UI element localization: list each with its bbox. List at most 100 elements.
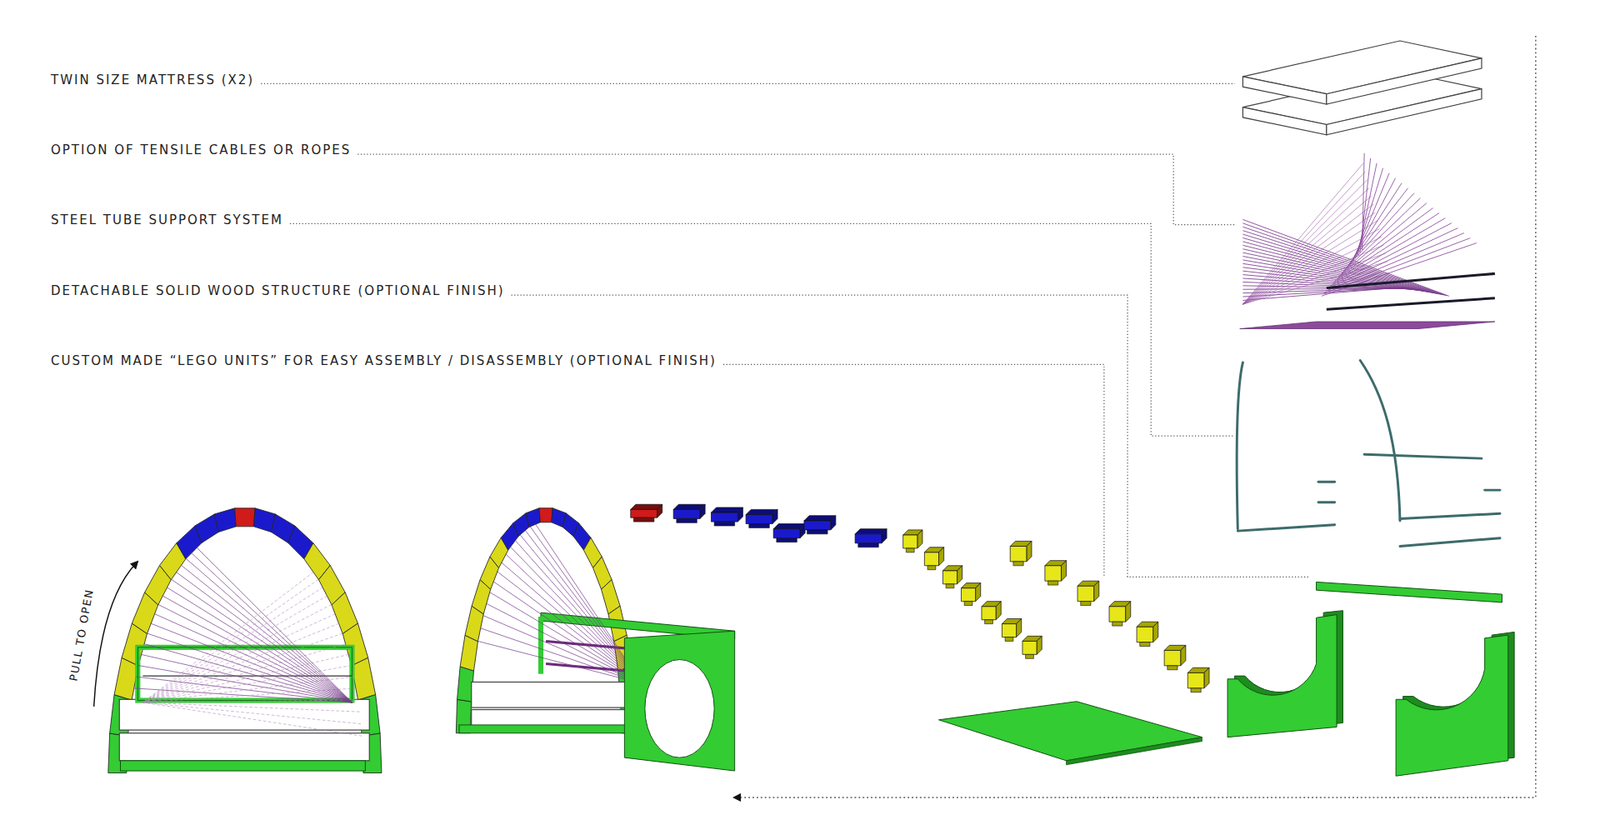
cable-line [478, 640, 625, 679]
lego-tab [1167, 665, 1178, 670]
mattress [119, 699, 370, 730]
cable-line [1321, 243, 1477, 297]
cable-line [1350, 178, 1395, 264]
lego-side [1094, 580, 1100, 602]
cable-line [142, 595, 327, 703]
lego-tab [1005, 637, 1014, 642]
lego-side [1204, 667, 1210, 689]
wood-post [538, 616, 544, 675]
cable-line [483, 615, 625, 676]
mattress [119, 733, 370, 761]
lego-front [745, 515, 773, 525]
cable-line [490, 592, 625, 674]
lego-side [830, 515, 836, 530]
cable-line [1242, 163, 1363, 305]
cable-line [1242, 261, 1388, 305]
callout-label: DETACHABLE SOLID WOOD STRUCTURE (OPTIONA… [50, 283, 505, 299]
lego-tab [858, 543, 879, 548]
arch-segment [525, 508, 540, 528]
lego-tab [1013, 561, 1024, 566]
cable-group [1242, 153, 1476, 305]
cable-line [1242, 230, 1443, 295]
cable-line [1242, 223, 1447, 296]
lego-side [1060, 560, 1066, 582]
cable-line [486, 603, 625, 675]
leader-line [723, 364, 1105, 577]
lego-side [1026, 540, 1032, 562]
cable-line [142, 587, 323, 703]
lego-unit [1077, 580, 1100, 605]
lego-unit [1001, 619, 1021, 642]
lego-front [804, 520, 831, 530]
cable-line [520, 535, 625, 663]
lego-front [942, 570, 957, 585]
lego-side [700, 504, 705, 519]
arch-segment [539, 508, 553, 523]
wood-floor-edge [1066, 737, 1203, 765]
lego-side [772, 509, 778, 524]
cable-line [1242, 253, 1385, 305]
lego-front [773, 529, 800, 539]
mattress-front [1326, 58, 1482, 105]
lego-front [1045, 565, 1062, 581]
lego-front [960, 588, 975, 602]
cable-line [140, 654, 352, 703]
cable-line [530, 526, 625, 660]
steel-tube [1318, 480, 1335, 484]
steel-tube [1364, 454, 1482, 459]
lego-tab [1048, 580, 1059, 585]
lego-unit [630, 504, 663, 522]
lego-unit [1010, 540, 1032, 565]
cable-bar [1326, 298, 1495, 310]
lego-tab [676, 518, 697, 523]
lego-tab [807, 530, 828, 535]
leader-line [290, 223, 1235, 436]
cable-line [1353, 173, 1390, 261]
arch-segment [214, 508, 236, 533]
cable-line [1330, 223, 1452, 286]
callout-label: STEEL TUBE SUPPORT SYSTEM [50, 212, 284, 228]
wood-floor [939, 701, 1203, 761]
cable-line [1242, 204, 1374, 305]
cable-line [142, 654, 349, 703]
cable-line [501, 562, 625, 669]
lego-unit [981, 601, 1001, 625]
lego-tab [776, 538, 797, 543]
cable-line [1242, 171, 1365, 305]
lego-tab [927, 565, 936, 570]
lego-unit [1187, 667, 1210, 692]
cable-line [142, 702, 362, 736]
lego-unit [903, 530, 923, 553]
cable-line [190, 552, 352, 703]
callout-label: CUSTOM MADE “LEGO UNITS” FOR EASY ASSEMB… [50, 353, 717, 369]
callout-label: TWIN SIZE MATTRESS (X2) [50, 72, 255, 88]
wood-cutout [645, 660, 715, 759]
lego-unit [1136, 621, 1159, 646]
lego-unit [960, 583, 980, 606]
arch-segment [351, 657, 376, 700]
lego-front [1001, 624, 1016, 638]
cable-line [1242, 212, 1375, 305]
steel-tube [1400, 538, 1500, 547]
mattress [471, 681, 635, 708]
lego-front [630, 509, 658, 518]
wood-panel [624, 630, 735, 771]
cable-line [510, 546, 625, 665]
wood-panel [1227, 615, 1337, 738]
callout-label: OPTION OF TENSILE CABLES OR ROPES [50, 142, 351, 158]
lego-front [1109, 606, 1126, 622]
lego-front [981, 606, 996, 620]
lego-side [737, 507, 743, 522]
lego-tab [1025, 654, 1035, 659]
lego-front [1136, 626, 1154, 642]
cable-line [1337, 208, 1434, 279]
lego-unit [673, 504, 705, 523]
lego-side [939, 547, 945, 566]
cable-line [185, 558, 352, 703]
lego-tab [1112, 621, 1123, 626]
lego-tab [1140, 642, 1150, 647]
arch-segment [235, 508, 256, 527]
lego-side [1125, 601, 1131, 623]
cable-line [158, 604, 353, 703]
